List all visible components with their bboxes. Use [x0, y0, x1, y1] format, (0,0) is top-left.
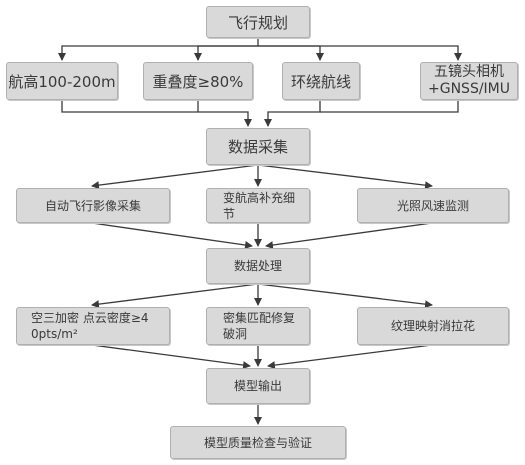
node-model-output-label: 模型输出	[233, 379, 282, 393]
node-data-processing-label: 数据处理	[233, 259, 282, 273]
node-dense-matching: 密集匹配修复 破洞	[206, 307, 310, 345]
node-data-collection: 数据采集	[206, 128, 310, 165]
node-camera-label: 五镜头相机 +GNSS/IMU	[428, 64, 510, 97]
edge-processing-to-texture	[257, 283, 433, 309]
node-light-wind-label: 光照风速监测	[396, 198, 469, 213]
node-flight-planning-label: 飞行规划	[227, 13, 288, 32]
node-altitude-detail-label: 变航高补充细 节	[223, 190, 296, 221]
edge-orbit-to-collection	[264, 100, 321, 127]
node-altitude-detail: 变航高补充细 节	[206, 188, 310, 223]
node-aerial-triangulation: 空三加密 点云密度≥4 0pts/m²	[16, 307, 170, 345]
node-auto-capture: 自动飞行影像采集	[16, 188, 170, 223]
node-light-wind: 光照风速监测	[357, 188, 509, 223]
node-altitude-label: 航高100-200m	[8, 72, 116, 91]
node-texture-mapping: 纹理映射消拉花	[357, 307, 509, 345]
edge-triangulation-to-output	[91, 344, 251, 370]
edge-collection-to-capture	[91, 164, 259, 190]
node-overlap: 重叠度≥80%	[143, 62, 253, 100]
node-quality-check-label: 模型质量检查与验证	[203, 435, 312, 450]
node-texture-mapping-label: 纹理映射消拉花	[390, 319, 475, 333]
node-data-collection-label: 数据采集	[227, 138, 288, 156]
node-camera: 五镜头相机 +GNSS/IMU	[420, 62, 518, 100]
edge-collection-to-monitor	[257, 164, 433, 190]
edge-texture-to-output	[267, 344, 433, 370]
node-dense-matching-label: 密集匹配修复 破洞	[223, 311, 296, 341]
edge-planning-to-orbit	[258, 45, 324, 61]
edge-altitude-to-collection	[61, 100, 252, 127]
edge-planning-to-overlap	[194, 45, 258, 61]
edge-planning-to-camera	[258, 45, 462, 61]
edge-processing-to-triangulation	[91, 283, 259, 309]
node-quality-check: 模型质量检查与验证	[170, 426, 346, 459]
edge-planning-to-altitude	[58, 38, 259, 61]
edge-camera-to-collection	[320, 100, 459, 113]
node-orbit-route-label: 环绕航线	[290, 72, 351, 91]
node-overlap-label: 重叠度≥80%	[152, 72, 244, 91]
node-orbit-route: 环绕航线	[282, 62, 360, 100]
edge-monitor-to-processing	[265, 222, 433, 250]
node-data-processing: 数据处理	[206, 248, 310, 284]
node-model-output: 模型输出	[206, 368, 310, 404]
node-flight-planning: 飞行规划	[206, 6, 310, 38]
node-altitude: 航高100-200m	[6, 62, 118, 100]
node-auto-capture-label: 自动飞行影像采集	[44, 198, 141, 213]
node-aerial-triangulation-label: 空三加密 点云密度≥4 0pts/m²	[31, 311, 149, 341]
edge-capture-to-processing	[91, 222, 253, 249]
